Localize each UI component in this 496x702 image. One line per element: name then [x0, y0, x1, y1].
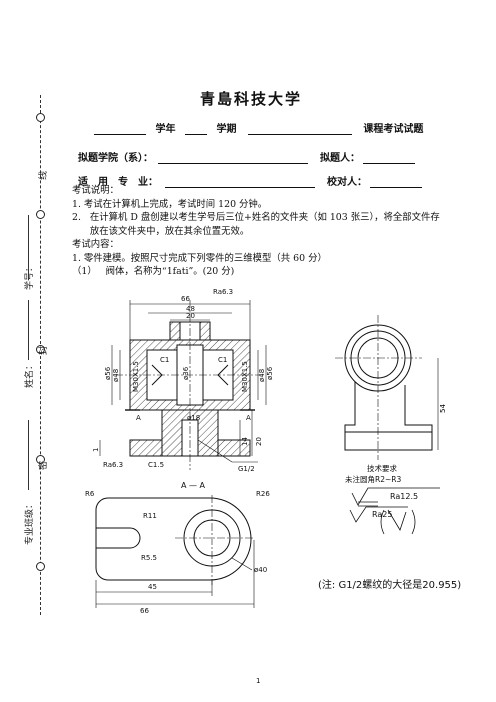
instructions-title: 考试说明：	[72, 185, 119, 196]
side-view	[335, 315, 439, 460]
front-dimension-lines	[99, 300, 267, 463]
ra25-label: Ra25	[372, 510, 392, 519]
header-line-2: 拟题学院（系）： 拟题人：	[78, 149, 416, 164]
tech-title: 技术要求	[367, 463, 397, 473]
binding-dashed-line	[40, 95, 41, 615]
dim-14: 14	[241, 437, 249, 446]
course-name-blank	[247, 123, 352, 135]
binding-hole-4	[36, 455, 45, 464]
thread-note: (注: G1/2螺纹的大径是20.955)	[318, 578, 461, 591]
instruction-item-2: 2. 在计算机 D 盘创建以考生学号后三位+姓名的文件夹（如 103 张三），将…	[72, 212, 440, 223]
dim-phi40: ø40	[254, 566, 267, 574]
reviewer-label: 校对人：	[326, 177, 367, 188]
header-line-3: 适 用 专 业： 校对人：	[78, 173, 423, 188]
dim-m30-left: M30X1.5	[132, 361, 140, 392]
academic-year-label: 学年	[155, 124, 176, 135]
section-aa-label: A — A	[181, 481, 206, 490]
setter-blank	[363, 152, 416, 164]
content-item-1: 1. 零件建模。按照尺寸完成下列零件的三维模型（共 60 分）	[72, 252, 327, 264]
year-blank	[94, 123, 146, 135]
tech-note: 未注圆角R2~R3	[345, 474, 401, 484]
reviewer-blank	[370, 176, 423, 188]
ra125-label: Ra12.5	[390, 492, 418, 501]
instructions: 考试说明： 1. 考试在计算机上完成，考试时间 120 分钟。 2. 在计算机 …	[72, 184, 477, 279]
dim-m30-right: M30X1.5	[241, 361, 249, 392]
front-dimension-texts: 66 48 20 Ra6.3 C1 C1 ø18 A A Ra6.3 C1.5 …	[92, 288, 274, 473]
dim-45: 45	[148, 583, 157, 591]
aa-dimension-texts: A — A R6 R26 R11 R5.5 ø40 45 66	[85, 481, 270, 615]
binding-hole-2	[36, 210, 45, 219]
exam-title-label: 课程考试试题	[363, 124, 424, 135]
setter-label: 拟题人：	[319, 153, 360, 164]
dim-c15: C1.5	[148, 461, 164, 469]
class-line	[28, 420, 29, 490]
major-blank	[165, 176, 316, 188]
instruction-item-2-cont: 放在该文件夹中，放在其余位置无效。	[72, 225, 250, 237]
technical-requirements: 技术要求 未注圆角R2~R3 Ra12.5 Ra25	[345, 463, 440, 535]
university-title: 青島科技大学	[200, 90, 303, 108]
semester-label: 学期	[216, 124, 237, 135]
binding-hole-3	[36, 345, 45, 354]
dim-20-vertical: 20	[255, 437, 263, 446]
dim-r26: R26	[256, 490, 270, 498]
dim-48: 48	[186, 305, 195, 313]
binding-hole-5	[36, 562, 45, 571]
dim-a-right: A	[246, 414, 251, 422]
page-number: 1	[256, 677, 260, 685]
content-sub-item-1: （1） 阀体，名称为“1fati”。(20 分)	[72, 266, 235, 277]
dim-phi56-left: ø56	[104, 366, 112, 380]
dim-c1-right: C1	[218, 356, 227, 364]
aa-dimension-lines	[95, 540, 255, 608]
aa-section-view	[95, 495, 255, 585]
dim-phi48-right: ø48	[258, 369, 266, 382]
dim-54: 54	[439, 404, 447, 413]
dim-66: 66	[181, 295, 190, 303]
front-section-view	[115, 300, 265, 470]
roughness-symbols	[349, 487, 440, 535]
instruction-item-1: 1. 考试在计算机上完成，考试时间 120 分钟。	[72, 198, 268, 210]
student-id-line	[28, 215, 29, 280]
dim-g12: G1/2	[238, 465, 255, 473]
dim-r55: R5.5	[141, 554, 157, 562]
content-title: 考试内容：	[72, 239, 119, 250]
dim-r11: R11	[143, 512, 157, 520]
major-label: 适 用 专 业：	[78, 177, 158, 188]
dim-phi36: ø36	[182, 366, 190, 380]
dim-a-left: A	[136, 414, 141, 422]
dim-phi18: ø18	[187, 414, 200, 422]
dim-phi56-right: ø56	[266, 366, 274, 380]
binding-hole-1	[36, 113, 45, 122]
school-blank	[158, 152, 309, 164]
dim-phi48-left: ø48	[112, 369, 120, 382]
dim-66-bottom: 66	[140, 607, 149, 615]
school-label: 拟题学院（系）：	[78, 153, 153, 164]
dim-1: 1	[92, 448, 100, 452]
dim-r6: R6	[85, 490, 95, 498]
semester-number-blank	[184, 123, 207, 135]
dim-ra63-bottom: Ra6.3	[103, 461, 123, 469]
dim-c1-left: C1	[160, 356, 169, 364]
header-line-1: 学年 学期 课程考试试题	[94, 120, 423, 135]
dim-20: 20	[186, 312, 195, 320]
name-line	[28, 300, 29, 360]
dim-ra63-top: Ra6.3	[213, 288, 233, 296]
